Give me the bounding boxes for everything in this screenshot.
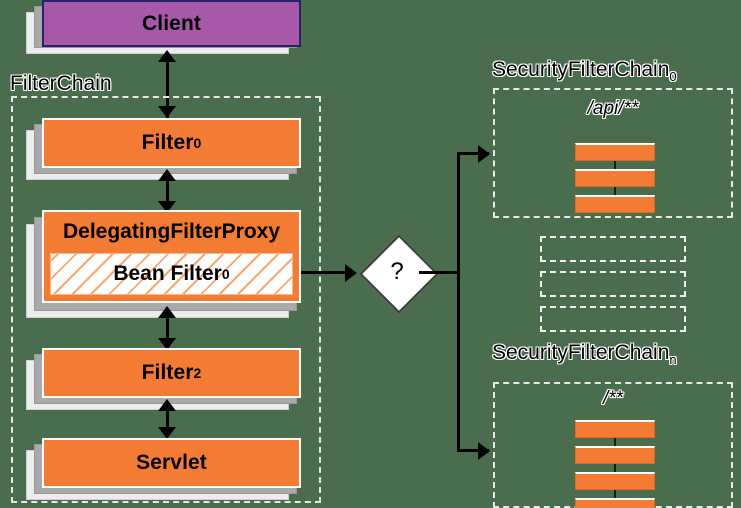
security-chain-n-container: /** <box>493 382 733 508</box>
omitted-chain-placeholder-2 <box>540 271 686 297</box>
security-chain-0-pattern: /api/** <box>587 98 639 119</box>
chain-n-bar-3[interactable] <box>575 472 655 490</box>
security-chain-n-pattern: /** <box>602 388 624 409</box>
servlet-node[interactable]: Servlet <box>26 438 301 500</box>
chain-n-bar-2[interactable] <box>575 446 655 464</box>
branch-to-chain-0-line <box>457 152 489 155</box>
decision-out-line <box>419 271 459 274</box>
client-box[interactable]: Client <box>42 0 301 47</box>
omitted-chain-placeholder-3 <box>540 306 686 332</box>
decision-diamond[interactable]: ? <box>359 234 439 314</box>
arrow-right-icon <box>345 264 357 282</box>
chain-n-connector-2 <box>614 464 616 472</box>
security-chain-0-container: /api/** <box>493 88 733 218</box>
bean-filter-subscript: 0 <box>221 266 230 282</box>
chain-0-bar-1[interactable] <box>575 143 655 161</box>
chain-0-bar-3[interactable] <box>575 195 655 213</box>
chain-0-connector-2 <box>614 187 616 195</box>
security-chain-n-title-text: SecurityFilterChain <box>492 341 670 364</box>
security-chain-n-subscript: n <box>669 352 677 367</box>
bean-filter-label: Bean Filter <box>113 262 222 285</box>
chain-n-bar-4[interactable] <box>575 498 655 508</box>
filter-0-label: Filter <box>141 131 194 154</box>
security-chain-0-title: SecurityFilterChain0 <box>492 58 677 84</box>
decision-label: ? <box>390 258 404 285</box>
filter-2-subscript: 2 <box>193 365 202 381</box>
chain-0-connector-1 <box>614 161 616 169</box>
client-label: Client <box>142 11 201 35</box>
filter-2-label: Filter <box>141 361 194 384</box>
servlet-box[interactable]: Servlet <box>42 438 301 488</box>
security-chain-0-title-text: SecurityFilterChain <box>492 58 670 81</box>
chain-n-connector-1 <box>614 438 616 446</box>
decision-bus-line <box>457 152 460 452</box>
servlet-label: Servlet <box>136 451 207 474</box>
branch-to-chain-n-line <box>457 449 489 452</box>
filter-0-subscript: 0 <box>193 135 202 151</box>
chain-n-connector-3 <box>614 490 616 498</box>
client-node[interactable]: Client <box>26 0 301 54</box>
chain-0-bar-2[interactable] <box>575 169 655 187</box>
security-chain-n-title: SecurityFilterChainn <box>492 341 677 367</box>
delegating-filter-proxy-title: DelegatingFilterProxy <box>62 220 281 243</box>
bean-to-decision-line <box>301 271 348 274</box>
security-chain-0-subscript: 0 <box>669 69 677 84</box>
filterchain-title: FilterChain <box>10 72 112 96</box>
arrow-right-icon <box>478 145 490 163</box>
arrow-right-icon <box>478 442 490 460</box>
chain-n-bar-1[interactable] <box>575 420 655 438</box>
omitted-chain-placeholder-1 <box>540 236 686 262</box>
filterchain-title-text: FilterChain <box>10 72 112 95</box>
filterchain-container <box>11 96 321 503</box>
